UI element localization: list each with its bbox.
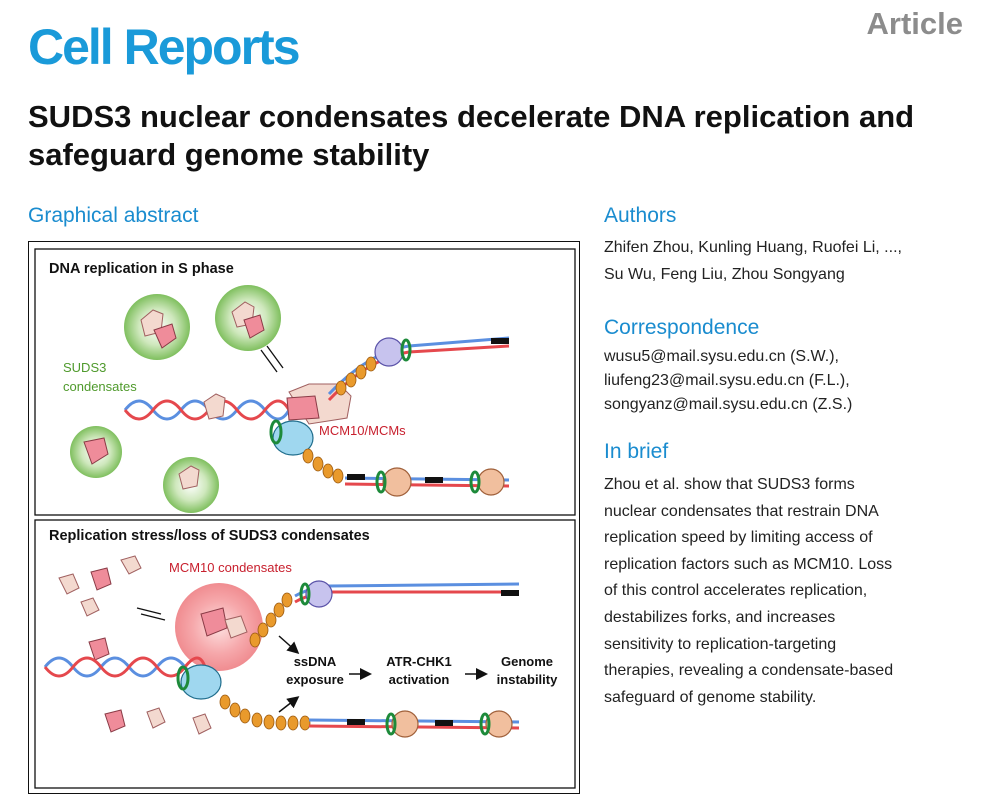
suds3-condensate-2 [215,285,281,351]
replisome-top [269,383,352,456]
suds3-label-line1: SUDS3 [63,360,106,375]
graphical-abstract-svg: DNA replication in S phase SUDS3 condens… [34,248,576,789]
in-brief-line: replication speed by limiting access of [604,529,873,547]
in-brief-line: replication factors such as MCM10. Loss [604,555,893,573]
correspondence-emails: wusu5@mail.sysu.edu.cn (S.W.), liufeng23… [604,345,852,417]
suds3-condensate-3 [70,426,122,478]
article-type-label: Article [866,6,963,41]
fork-lower-bottom [308,710,520,738]
suds3-condensate-1 [124,294,190,360]
orange-bead-chain-top [302,356,377,484]
in-brief-text: Zhou et al. show that SUDS3 forms nuclea… [604,472,893,711]
email-link[interactable]: songyanz@mail.sysu.edu.cn (Z.S.) [604,396,853,413]
mcm10-condensates-label: MCM10 condensates [169,560,292,575]
mcm-label: MCM10/MCMs [319,423,406,438]
suds3-condensate-4 [163,457,219,513]
journal-name: Cell Reports [28,19,301,75]
arrow-to-ssdna-lower [278,696,300,713]
authors-heading: Authors [604,204,677,227]
top-panel-title: DNA replication in S phase [49,261,234,277]
in-brief-line: destabilizes forks, and increases [604,608,836,626]
in-brief-line: of this control accelerates replication, [604,582,868,600]
in-brief-line: safeguard of genome stability. [604,688,817,706]
suds3-label-line2: condensates [63,379,137,394]
in-brief-line: therapies, revealing a condensate-based [604,662,894,680]
flow-step3-line2: instability [497,672,558,687]
in-brief-heading: In brief [604,440,669,463]
in-brief-line: Zhou et al. show that SUDS3 forms [604,476,855,493]
in-brief-line: nuclear condensates that restrain DNA [604,502,879,520]
free-proteins-bottom [58,555,212,735]
arrow-to-ssdna-upper [278,635,300,654]
replisome-bottom [176,664,222,700]
email-link[interactable]: wusu5@mail.sysu.edu.cn (S.W.), [604,348,839,365]
fork-upper-bottom [294,580,520,608]
in-brief-line: sensitivity to replication-targeting [604,635,837,653]
flow-step3-line1: Genome [501,654,553,669]
article-title: SUDS3 nuclear condensates decelerate DNA… [28,99,915,172]
correspondence-heading: Correspondence [604,316,760,339]
authors-line1: Zhifen Zhou, Kunling Huang, Ruofei Li, .… [604,239,902,256]
fork-lower-top [344,467,510,497]
suds3-free-protein [203,393,226,420]
email-link[interactable]: liufeng23@mail.sysu.edu.cn (F.L.), [604,372,850,389]
mcm10-condensate [175,583,263,671]
flow-step1-line2: exposure [286,672,344,687]
bottom-panel-title: Replication stress/loss of SUDS3 condens… [49,528,370,544]
orange-bead-chain-bottom [219,592,311,731]
flow-step2-line1: ATR-CHK1 [386,654,451,669]
graphical-abstract-heading: Graphical abstract [28,204,199,227]
authors-line2: Su Wu, Feng Liu, Zhou Songyang [604,266,845,283]
flow-step1-line1: ssDNA [294,654,337,669]
exchange-arrows-bottom [136,607,166,621]
graphical-abstract-figure: DNA replication in S phase SUDS3 condens… [28,241,580,794]
exchange-arrows-top [260,345,284,373]
flow-step2-line2: activation [389,672,450,687]
